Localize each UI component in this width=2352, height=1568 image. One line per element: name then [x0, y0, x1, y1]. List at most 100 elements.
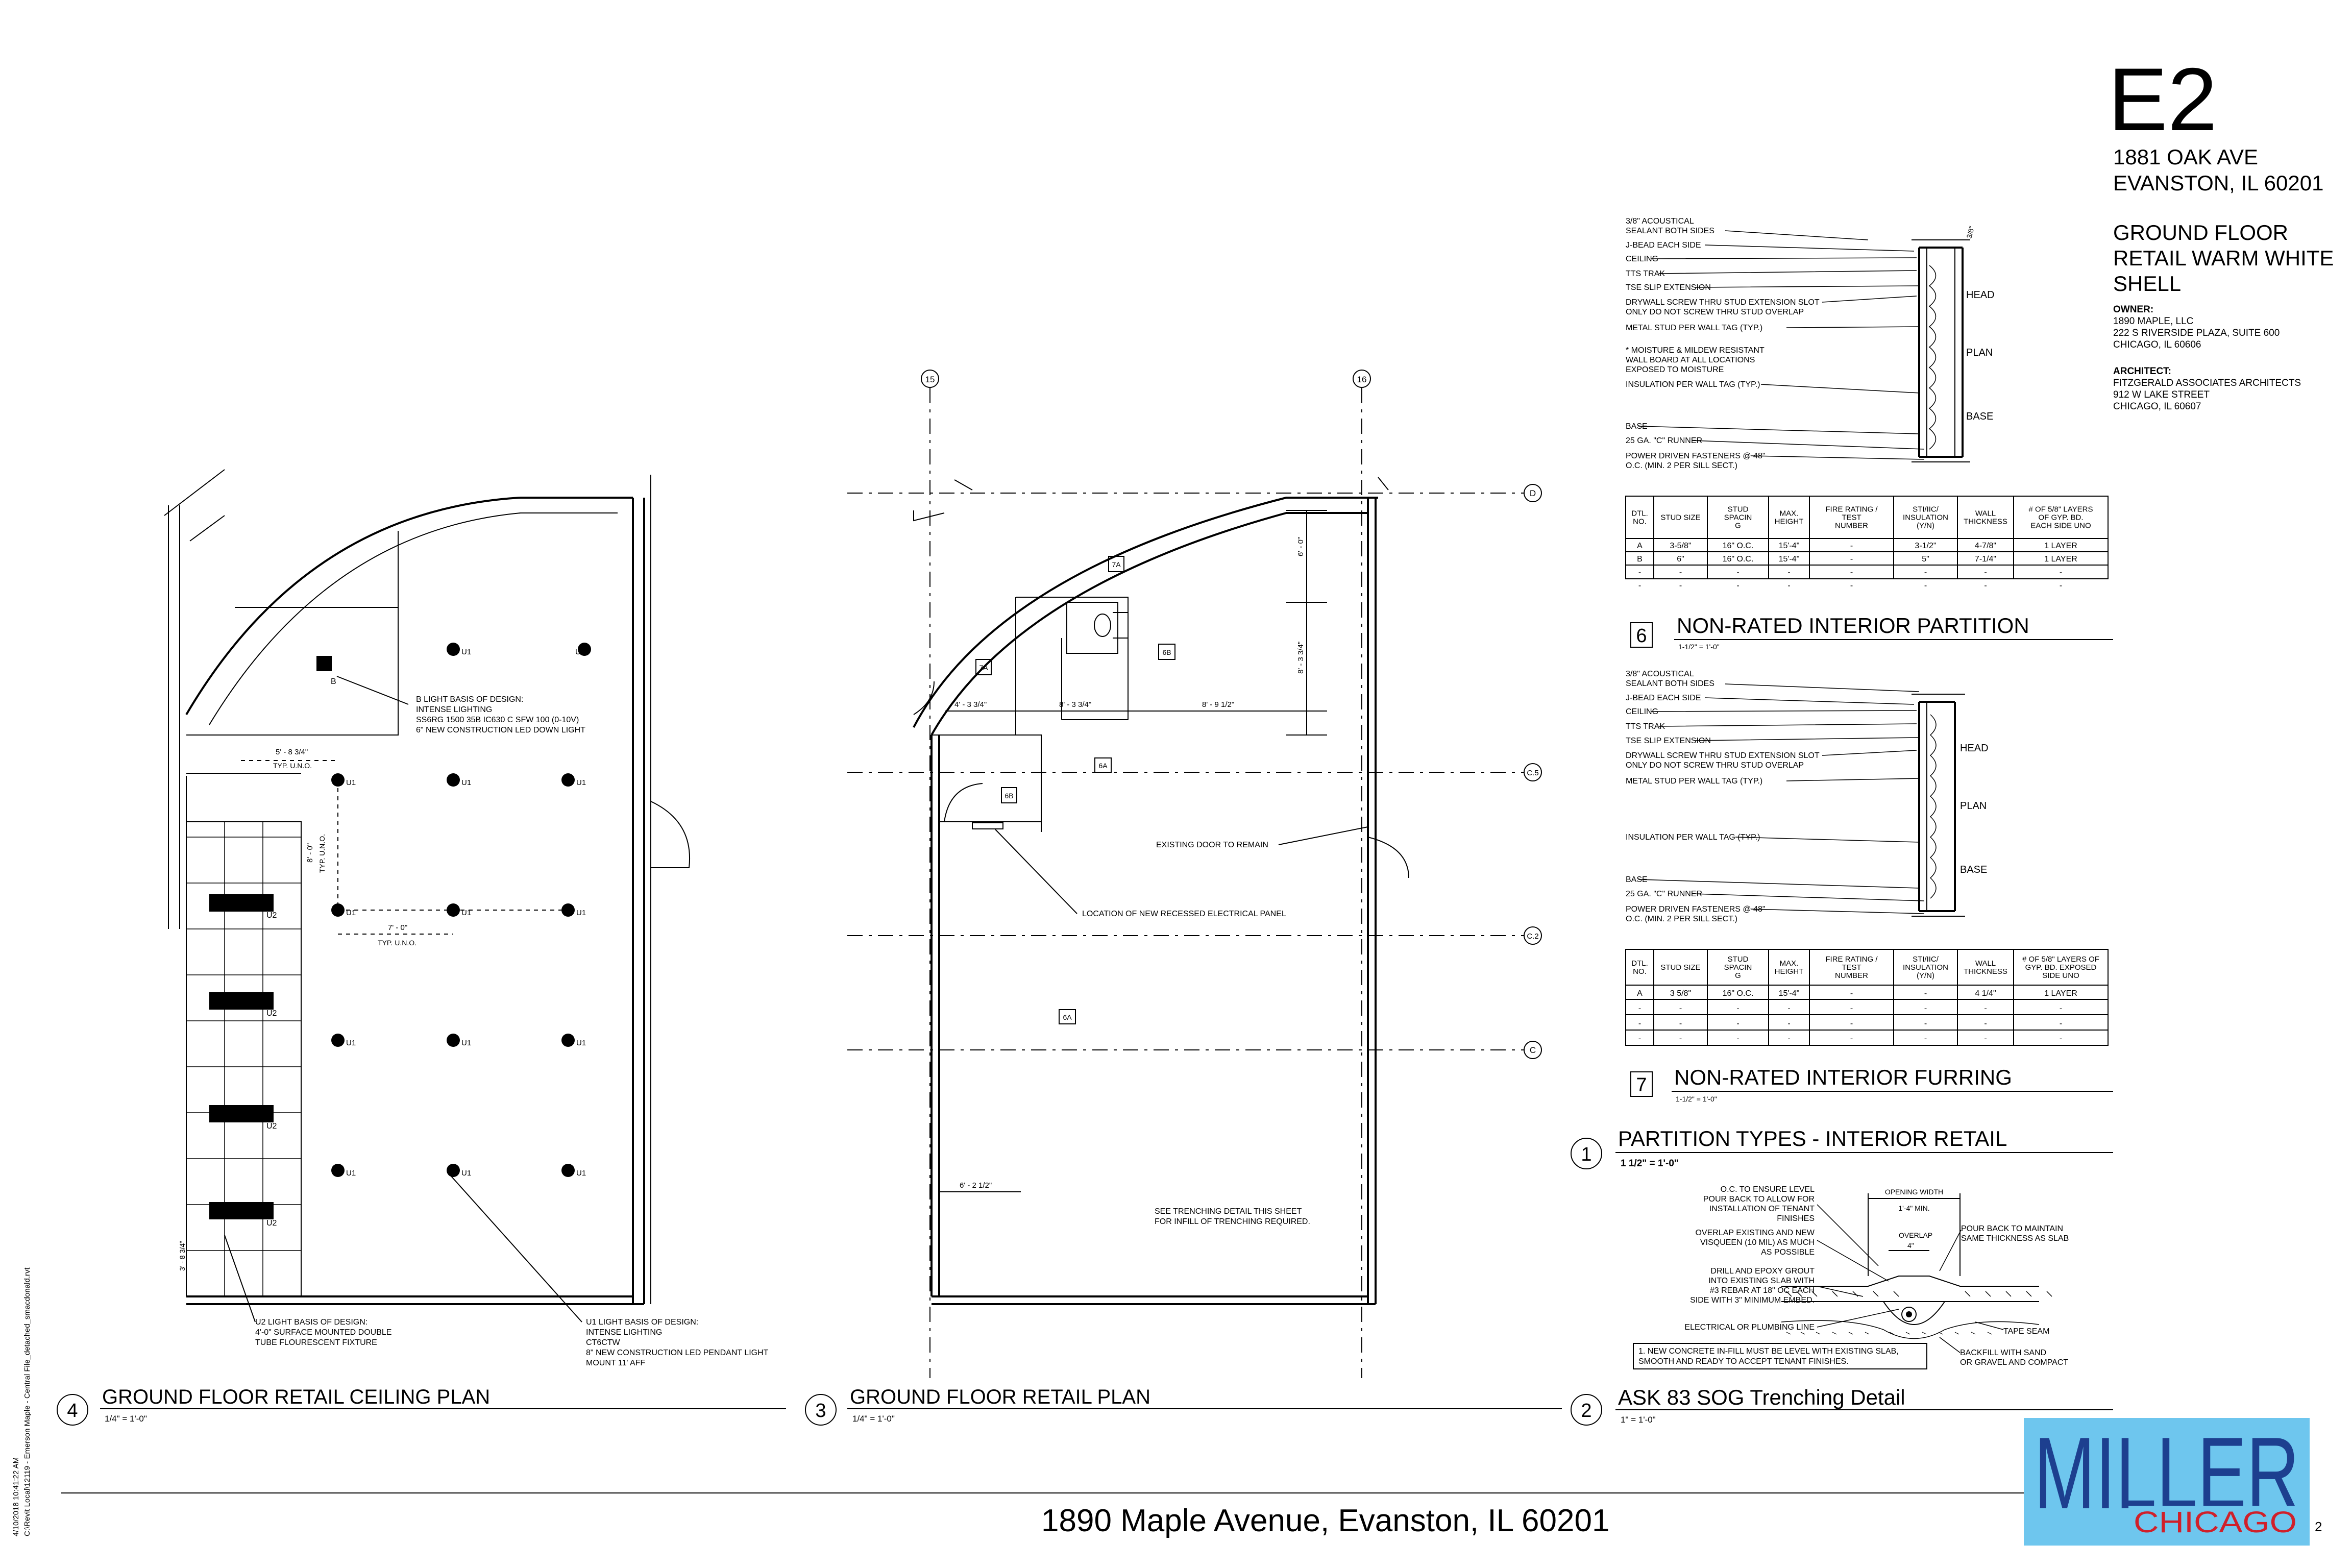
table-header-cell: DTL.	[1631, 959, 1648, 968]
ceiling-plan-wall-hatch	[164, 469, 225, 542]
table-cell: -	[1638, 1004, 1641, 1013]
architect-label: ARCHITECT:	[2113, 366, 2171, 377]
u1-fixture	[331, 1164, 345, 1177]
table-cell: -	[1850, 1004, 1853, 1013]
table-header-cell: # OF 5/8" LAYERS OF	[2022, 955, 2099, 964]
svg-text:BASE: BASE	[1626, 422, 1648, 431]
project-title-1: GROUND FLOOR	[2113, 220, 2288, 244]
wall-tag	[1158, 644, 1175, 660]
wall-tag	[1094, 757, 1112, 773]
u1-fixture	[561, 773, 575, 787]
address-line-1: 1881 OAK AVE	[2113, 145, 2258, 169]
svg-text:3/8" ACOUSTICAL: 3/8" ACOUSTICAL	[1626, 670, 1694, 678]
view-title: NON-RATED INTERIOR PARTITION	[1677, 614, 2029, 638]
wall-tag	[1059, 1009, 1076, 1024]
partition-6-insulation	[1928, 265, 1937, 450]
table-cell: 15'-4"	[1779, 542, 1800, 550]
table-cell: -	[1736, 1034, 1739, 1043]
table-cell: -	[2060, 1019, 2062, 1028]
table-cell: -	[1787, 568, 1790, 577]
table-header-cell: STUD	[1728, 955, 1749, 964]
overlap-dim: 4"	[1907, 1241, 1914, 1250]
table-header-cell: NO.	[1633, 518, 1647, 526]
ceiling-plan-partitions	[186, 531, 399, 1296]
b-fixture	[316, 656, 332, 671]
table-cell: 5"	[1922, 555, 1929, 564]
door-leader	[1278, 826, 1368, 845]
table-cell: -	[1850, 542, 1853, 550]
table-cell: -	[1679, 1019, 1682, 1028]
view-scale: 1 1/2" = 1'-0"	[1621, 1158, 1679, 1169]
table-cell: 15'-4"	[1779, 555, 1800, 564]
table-header-cell: NUMBER	[1835, 971, 1868, 980]
u1-fixture	[447, 1164, 460, 1177]
table-cell: -	[1679, 568, 1682, 577]
table-header-cell: STI/IIC/	[1913, 505, 1939, 514]
table-cell: -	[1787, 1034, 1790, 1043]
u1-label: U1	[575, 648, 585, 656]
table-cell: -	[1924, 1034, 1927, 1043]
table-header-cell: SPACIN	[1724, 513, 1752, 522]
note-trench-1: SEE TRENCHING DETAIL THIS SHEET	[1155, 1207, 1302, 1216]
table-header-cell: G	[1735, 971, 1741, 980]
svg-text:INSTALLATION OF TENANT: INSTALLATION OF TENANT	[1709, 1205, 1815, 1213]
dimension-note: TYP. U.N.O.	[378, 939, 416, 947]
partition-6-leaders	[1638, 230, 1925, 460]
table-cell: A	[1637, 542, 1643, 550]
note-panel: LOCATION OF NEW RECESSED ELECTRICAL PANE…	[1082, 910, 1286, 918]
svg-text:TUBE FLOURESCENT FIXTURE: TUBE FLOURESCENT FIXTURE	[255, 1338, 377, 1347]
svg-text:TTS TRAK: TTS TRAK	[1626, 270, 1665, 278]
side-stamp-file: C:\Revit Local\12119 - Emerson Maple - C…	[23, 1267, 32, 1536]
svg-text:MOUNT 11' AFF: MOUNT 11' AFF	[586, 1359, 645, 1367]
u2-fixture	[209, 992, 274, 1010]
table-header-cell: MAX.	[1780, 509, 1799, 518]
slab-outline	[1781, 1276, 2039, 1302]
svg-text:3/8" ACOUSTICAL: 3/8" ACOUSTICAL	[1626, 217, 1694, 226]
u2-label: U2	[266, 911, 277, 920]
u1-label: U1	[346, 778, 356, 787]
svg-text:DRYWALL SCREW THRU STUD EXTENS: DRYWALL SCREW THRU STUD EXTENSION SLOT	[1626, 298, 1820, 307]
table-header-cell: THICKNESS	[1964, 518, 2007, 526]
wall-tag-label: 6B	[1004, 792, 1013, 800]
wall-tag	[975, 659, 992, 675]
table-header-cell: SIDE UNO	[2042, 971, 2079, 980]
svg-text:INTENSE LIGHTING: INTENSE LIGHTING	[586, 1328, 662, 1337]
svg-text:FINISHES: FINISHES	[1777, 1214, 1815, 1223]
ceiling-plan-curved-wall	[185, 497, 633, 716]
table-cell: -	[1787, 1004, 1790, 1013]
u1-label: U1	[461, 1169, 471, 1178]
svg-text:25 GA. "C" RUNNER: 25 GA. "C" RUNNER	[1626, 436, 1702, 445]
dimension-label: 8' - 9 1/2"	[1202, 700, 1234, 709]
svg-text:O.C. (MIN. 2 PER SILL SECT.): O.C. (MIN. 2 PER SILL SECT.)	[1626, 461, 1737, 470]
table-cell: -	[1850, 568, 1853, 577]
table-cell: -	[2060, 581, 2062, 590]
sheet-number: E2	[2108, 50, 2217, 150]
u2-label: U2	[266, 1009, 277, 1018]
table-cell: -	[1638, 1019, 1641, 1028]
u1-label: U1	[461, 1039, 471, 1047]
ceiling-plan-right-wall	[632, 498, 645, 1304]
electrical-panel	[972, 822, 1003, 829]
svg-text:SS6RG 1500 35B IC630 C SFW 100: SS6RG 1500 35B IC630 C SFW 100 (0-10V)	[416, 716, 579, 724]
table-cell: 3 5/8"	[1670, 989, 1691, 998]
table-header-cell: (Y/N)	[1917, 971, 1934, 980]
svg-text:CEILING: CEILING	[1626, 707, 1658, 716]
dimension-note: TYP. U.N.O.	[273, 762, 312, 770]
owner-label: OWNER:	[2113, 304, 2153, 315]
table-header-cell: NUMBER	[1835, 522, 1868, 530]
ceiling-plan-dimension-lines	[241, 760, 568, 935]
architect-line-3: CHICAGO, IL 60607	[2113, 401, 2201, 412]
wall-tag	[1001, 787, 1017, 803]
svg-text:6" NEW CONSTRUCTION LED DOWN L: 6" NEW CONSTRUCTION LED DOWN LIGHT	[416, 726, 585, 734]
svg-text:U1 LIGHT BASIS OF DESIGN:: U1 LIGHT BASIS OF DESIGN:	[586, 1318, 698, 1327]
owner-line-2: 222 S RIVERSIDE PLAZA, SUITE 600	[2113, 328, 2280, 338]
table-cell: -	[1984, 1004, 1987, 1013]
wall-tag-label: 6A	[1063, 1013, 1072, 1021]
table-header-cell: # OF 5/8" LAYERS	[2029, 505, 2093, 514]
svg-text:CEILING: CEILING	[1626, 255, 1658, 263]
table-cell: -	[1924, 568, 1927, 577]
view-number: 4	[67, 1400, 78, 1422]
table-cell: -	[1924, 1004, 1927, 1013]
grid-label: 15	[925, 375, 935, 384]
table-cell: -	[1679, 1034, 1682, 1043]
